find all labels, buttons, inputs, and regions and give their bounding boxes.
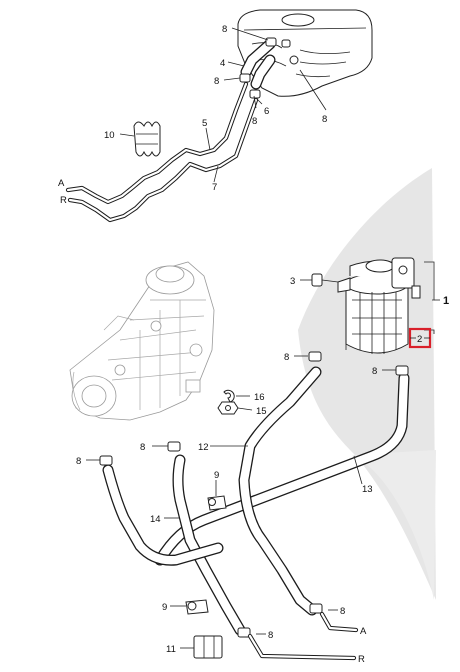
- callout-16[interactable]: 16: [254, 392, 265, 403]
- callout-A[interactable]: A: [360, 626, 367, 637]
- callout-labels: 8 4 8 6 8 8 10 5 7 A R 3 1 2 8 8 16 15 8…: [58, 24, 449, 665]
- injection-pump-faded: [69, 261, 215, 421]
- callout-8[interactable]: 8: [322, 114, 327, 125]
- callout-1[interactable]: 1: [443, 295, 449, 307]
- callout-8[interactable]: 8: [372, 366, 377, 377]
- callout-8[interactable]: 8: [76, 456, 81, 467]
- callout-R[interactable]: R: [358, 654, 365, 665]
- bracket-11: [193, 635, 223, 659]
- callout-8[interactable]: 8: [284, 352, 289, 363]
- pipe-clip-10: [133, 121, 161, 157]
- callout-3[interactable]: 3: [290, 276, 295, 287]
- callout-14[interactable]: 14: [150, 514, 161, 525]
- callout-9[interactable]: 9: [214, 470, 219, 481]
- clip-9-upper: [207, 495, 227, 511]
- callout-A[interactable]: A: [58, 178, 65, 189]
- callout-8[interactable]: 8: [268, 630, 273, 641]
- hose-clamps: [99, 351, 409, 638]
- leader-lines: [86, 27, 440, 649]
- callout-15[interactable]: 15: [256, 406, 267, 417]
- callout-6[interactable]: 6: [264, 106, 269, 117]
- callout-8[interactable]: 8: [214, 76, 219, 87]
- washer-16-nut-15: [217, 389, 239, 415]
- callout-8[interactable]: 8: [140, 442, 145, 453]
- fuel-hoses: [102, 366, 410, 636]
- callout-12[interactable]: 12: [198, 442, 209, 453]
- callout-9[interactable]: 9: [162, 602, 167, 613]
- background-highlight-shape-lower: [352, 450, 436, 600]
- tank-hose-stubs: [239, 37, 291, 99]
- callout-8[interactable]: 8: [252, 116, 257, 127]
- callout-4[interactable]: 4: [220, 58, 225, 69]
- callout-8[interactable]: 8: [222, 24, 227, 35]
- callout-R[interactable]: R: [60, 195, 67, 206]
- fuel-pipes-lower: [247, 611, 359, 661]
- fuel-pipes-5-7: [65, 81, 259, 223]
- callout-5[interactable]: 5: [202, 118, 207, 129]
- callout-8[interactable]: 8: [340, 606, 345, 617]
- callout-11[interactable]: 11: [166, 644, 176, 655]
- callout-13[interactable]: 13: [362, 484, 373, 495]
- clip-9-lower: [185, 599, 209, 615]
- fuel-filter-assembly: [337, 257, 421, 354]
- callout-2-highlighted[interactable]: 2: [417, 334, 422, 345]
- callout-7[interactable]: 7: [212, 182, 217, 193]
- callout-10[interactable]: 10: [104, 130, 115, 141]
